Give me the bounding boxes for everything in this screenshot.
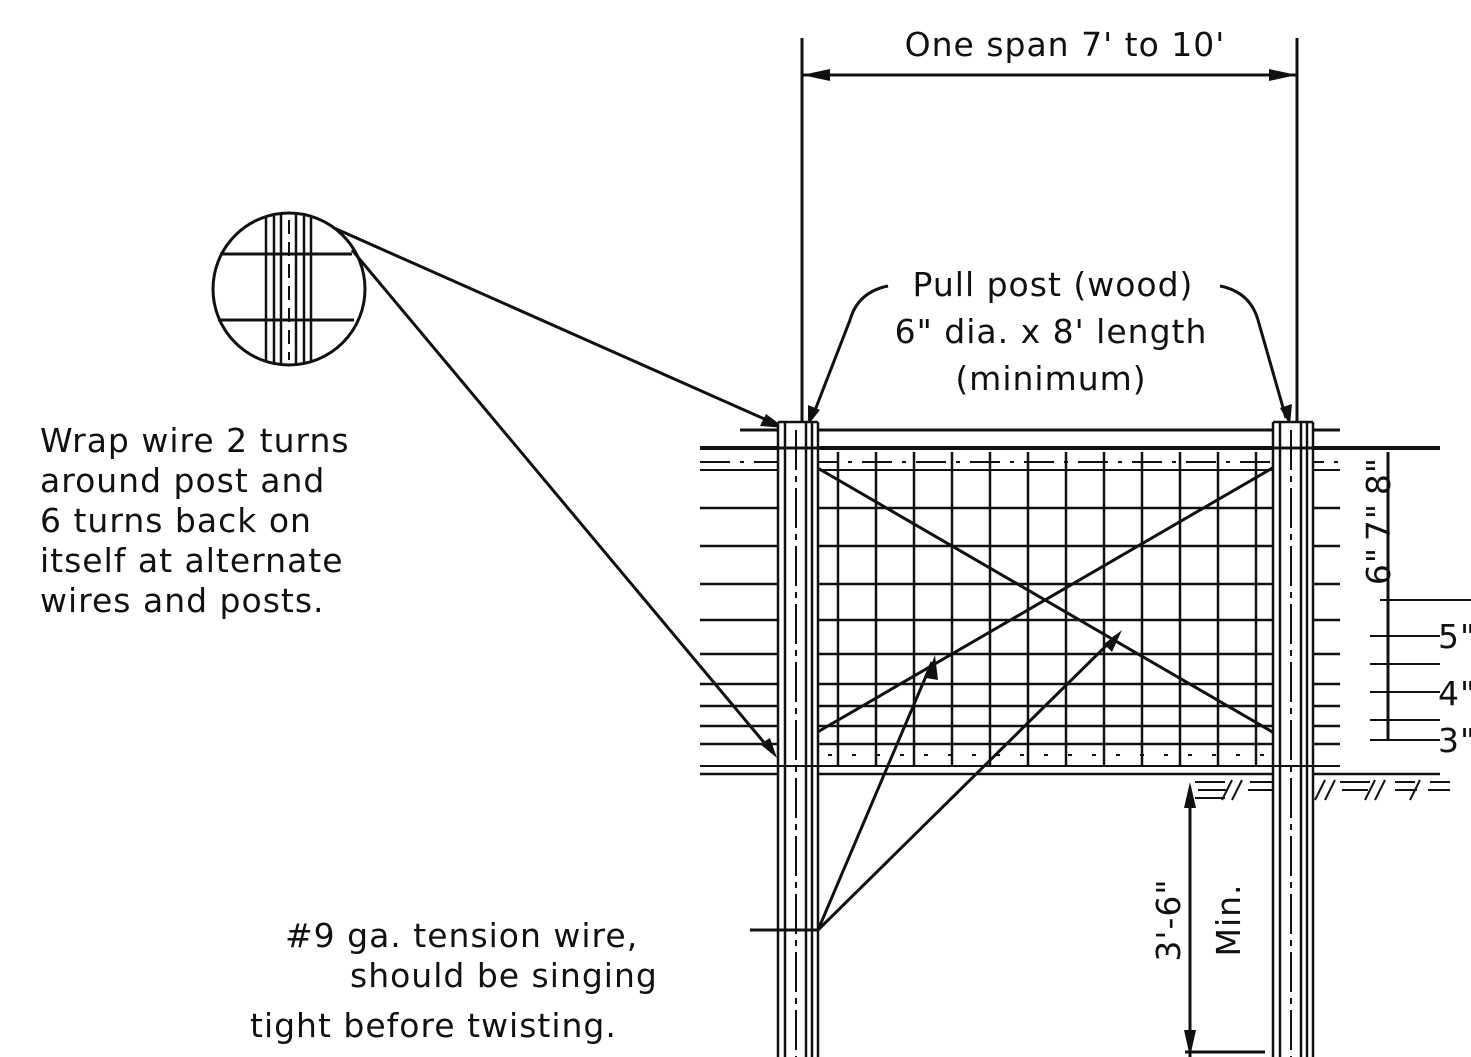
spacing-label-6: 6" bbox=[1359, 547, 1398, 585]
wrap-note-line5: wires and posts. bbox=[40, 581, 325, 620]
pull-post-label-line2: 6" dia. x 8' length bbox=[895, 312, 1208, 351]
tension-wire-callout: #9 ga. tension wire, should be singing t… bbox=[250, 630, 1122, 1045]
mesh-vertical-wires bbox=[836, 452, 1258, 766]
embedment-depth-dimension: 3'-6" Min. bbox=[1149, 782, 1265, 1057]
brace-tension-wires bbox=[789, 450, 1301, 750]
wrap-wire-note: Wrap wire 2 turns around post and 6 turn… bbox=[40, 421, 350, 620]
wrap-note-line1: Wrap wire 2 turns bbox=[40, 421, 350, 460]
depth-arrow-bottom bbox=[1184, 1030, 1196, 1057]
spacing-label-7: 7" bbox=[1359, 503, 1398, 541]
wire-spacing-dimensions: 8" 7" 6" 5" 4" 3" bbox=[1359, 447, 1471, 760]
wire-wrap-detail-circle bbox=[211, 211, 785, 758]
spacing-label-5: 5" bbox=[1438, 617, 1471, 656]
pull-post-label-line1: Pull post (wood) bbox=[913, 265, 1194, 304]
depth-arrow-top bbox=[1184, 782, 1196, 808]
spacing-label-3: 3" bbox=[1438, 721, 1471, 760]
span-arrow-left bbox=[802, 69, 830, 81]
wrap-note-line4: itself at alternate bbox=[40, 541, 344, 580]
tension-note-line3: tight before twisting. bbox=[250, 1006, 617, 1045]
tension-note-line2: should be singing bbox=[350, 956, 658, 995]
depth-value-label: 3'-6" bbox=[1149, 878, 1188, 961]
right-pull-post bbox=[1271, 420, 1315, 1057]
spacing-label-8: 8" bbox=[1359, 457, 1398, 495]
span-label: One span 7' to 10' bbox=[905, 25, 1226, 64]
tension-note-line1: #9 ga. tension wire, bbox=[285, 916, 638, 955]
spacing-label-4: 4" bbox=[1438, 674, 1471, 713]
left-pull-post bbox=[776, 420, 820, 1057]
wires-over-posts bbox=[775, 446, 1320, 767]
wrap-note-line3: 6 turns back on bbox=[40, 501, 312, 540]
span-arrow-right bbox=[1269, 69, 1297, 81]
pull-post-label-line3: (minimum) bbox=[955, 359, 1146, 398]
ground-hatching bbox=[1195, 779, 1450, 801]
wrap-note-line2: around post and bbox=[40, 461, 325, 500]
depth-min-label: Min. bbox=[1209, 883, 1248, 956]
span-dimension: One span 7' to 10' bbox=[800, 25, 1299, 425]
pull-post-callout: Pull post (wood) 6" dia. x 8' length (mi… bbox=[808, 265, 1292, 425]
